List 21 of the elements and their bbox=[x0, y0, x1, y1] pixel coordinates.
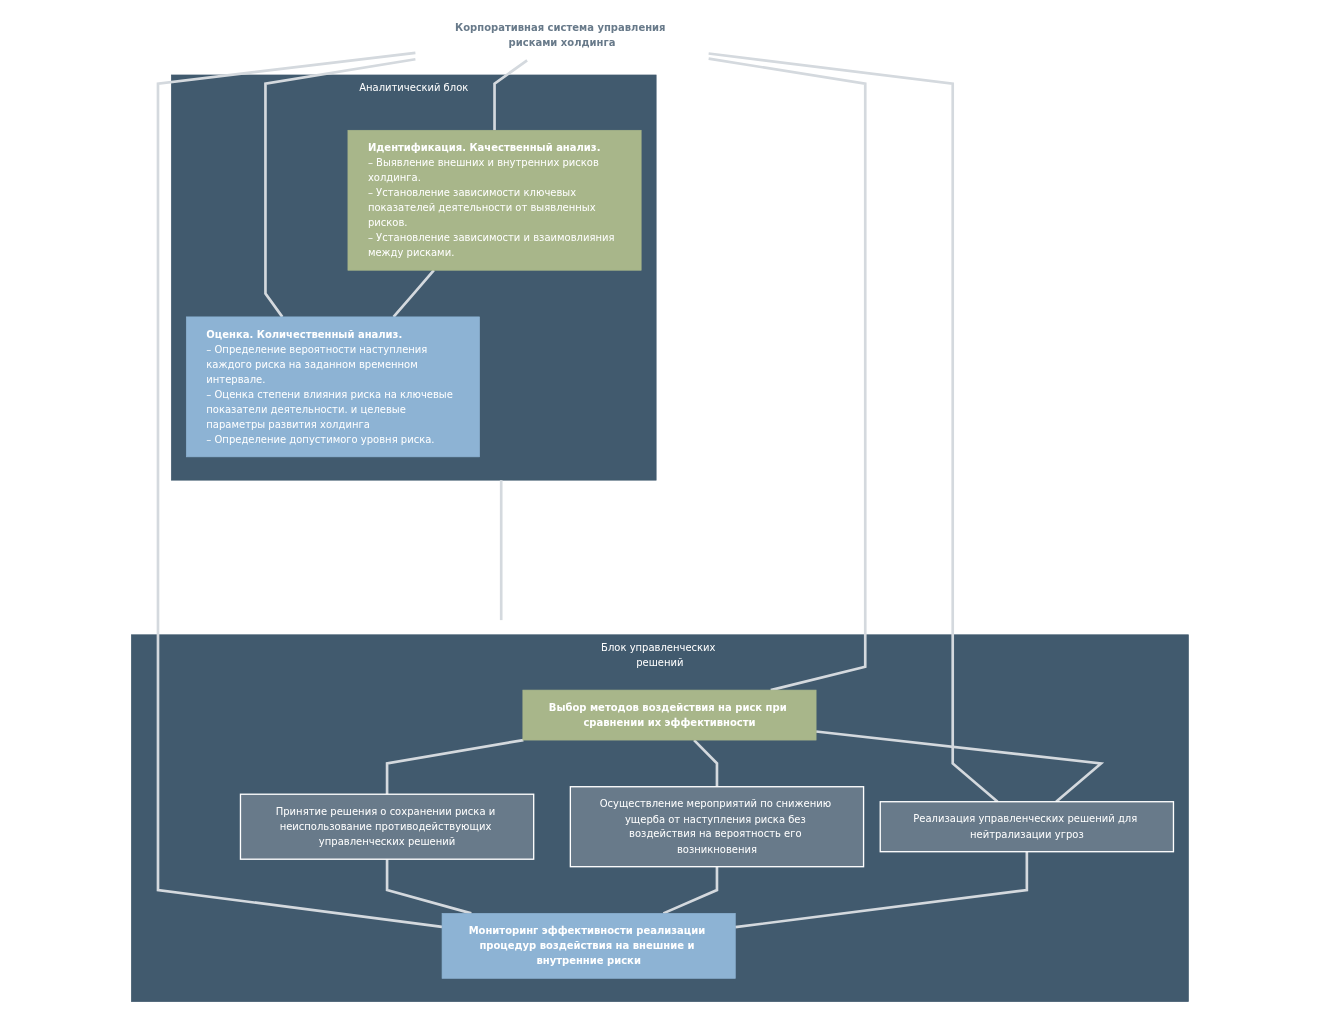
node-box: Осуществление мероприятий по снижению ущерба от наступления риска без воздействия на вероятность его возникновения bbox=[569, 786, 864, 868]
connector bbox=[662, 866, 718, 915]
node-box: Реализация управленческих решений для нейтрализации угроз bbox=[879, 801, 1174, 853]
node-box: Принятие решения о сохранении риска и неиспользование противодействующих управленческих решений bbox=[239, 793, 534, 860]
connector bbox=[734, 851, 1028, 929]
connector bbox=[492, 59, 528, 131]
connector bbox=[392, 269, 435, 318]
node-box: Выбор методов воздействия на риск при сравнении их эффективности bbox=[522, 689, 817, 741]
node-box: Идентификация. Качественный анализ. – Выявление внешних и внутренних рисков холдинга. – Установление зависимости ключевых показателей деятельности от выявленных рисков. – Установление зависимости и взаимовлияния между рисками. bbox=[347, 129, 642, 271]
connector bbox=[815, 730, 1104, 803]
connector bbox=[708, 57, 867, 692]
connector bbox=[263, 57, 416, 318]
connector bbox=[692, 739, 718, 787]
node-text: Корпоративная система управления рисками холдинга bbox=[454, 21, 666, 49]
connector bbox=[708, 52, 999, 803]
node-box: Оценка. Количественный анализ. – Определение вероятности наступления каждого риска на заданном временном интервале. – Оценка степени влияния риска на ключевые показатели деятельности. и целевые параметры развития холдинга – Определение допустимого уровня риска. bbox=[185, 316, 480, 458]
node-box: Мониторинг эффективности реализации процедур воздействия на внешние и внутренние риски bbox=[441, 913, 736, 979]
connector bbox=[385, 859, 472, 915]
connector bbox=[156, 51, 442, 929]
connector bbox=[499, 480, 503, 621]
connector bbox=[385, 738, 524, 795]
